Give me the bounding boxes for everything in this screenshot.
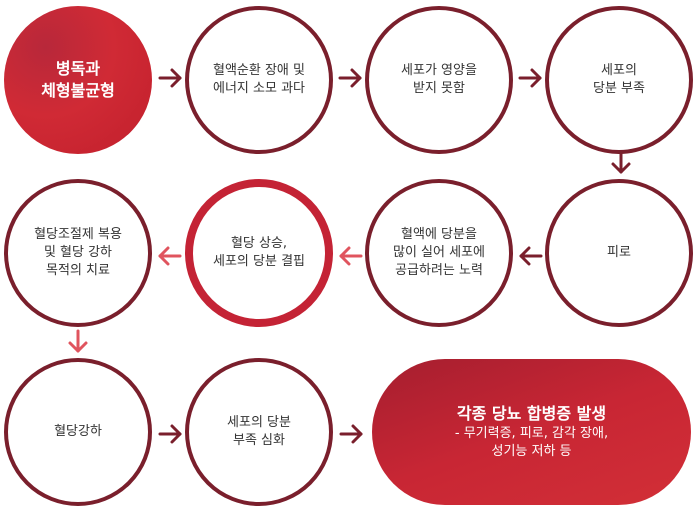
- node-label: 병독과: [55, 59, 101, 78]
- node-label: 피로: [607, 245, 631, 260]
- arrow-left-icon: [158, 246, 182, 266]
- node-title: 각종 당뇨 합병증 발생: [456, 404, 607, 423]
- node-disease-imbalance: 병독과 체형불균형: [4, 6, 152, 154]
- arrow-down-icon: [611, 150, 631, 174]
- node-label: 많이 실어 세포에: [393, 245, 485, 260]
- node-cell-no-nutrition: 세포가 영양을 받지 못함: [365, 6, 513, 154]
- arrow-right-icon: [158, 68, 182, 88]
- node-label: 혈당조절제 복용: [34, 227, 122, 242]
- node-label: 받지 못함: [413, 81, 465, 96]
- node-cell-sugar-lack: 세포의 당분 부족: [545, 6, 693, 154]
- node-label: 에너지 소모 과다: [213, 81, 305, 96]
- node-label: 혈액에 당분을: [401, 227, 477, 242]
- node-sugar-lack-worse: 세포의 당분 부족 심화: [185, 358, 333, 506]
- arrow-down-icon: [68, 329, 88, 353]
- node-label: 혈당 상승,: [230, 236, 288, 251]
- node-label: 부족 심화: [233, 433, 285, 448]
- node-label: 세포의 당분: [227, 415, 291, 430]
- node-label: 당분 부족: [593, 81, 645, 96]
- node-label: - 무기력증, 피로, 감각 장애,: [454, 426, 609, 441]
- node-supply-effort: 혈액에 당분을 많이 실어 세포에 공급하려는 노력: [365, 179, 513, 327]
- node-label: 세포의: [601, 63, 637, 78]
- arrow-left-icon: [339, 246, 363, 266]
- arrow-right-icon: [338, 68, 362, 88]
- node-label: 공급하려는 노력: [395, 263, 483, 278]
- node-fatigue: 피로: [545, 179, 693, 327]
- arrow-right-icon: [339, 424, 363, 444]
- arrow-right-icon: [158, 424, 182, 444]
- node-label: 세포의 당분 결핍: [213, 254, 305, 269]
- node-blood-sugar-rise: 혈당 상승, 세포의 당분 결핍: [185, 179, 333, 327]
- node-label: 성기능 저하 등: [491, 444, 572, 459]
- node-label: 및 혈당 강하: [43, 245, 113, 260]
- arrow-right-icon: [518, 68, 542, 88]
- node-label: 혈액순환 장애 및: [213, 63, 305, 78]
- node-circulation-disorder: 혈액순환 장애 및 에너지 소모 과다: [185, 6, 333, 154]
- node-label: 혈당강하: [54, 424, 102, 439]
- node-label: 세포가 영양을: [401, 63, 477, 78]
- node-glucose-medication: 혈당조절제 복용 및 혈당 강하 목적의 치료: [4, 179, 152, 327]
- node-label: 체형불균형: [41, 81, 115, 100]
- node-glucose-lowering: 혈당강하: [4, 358, 152, 506]
- arrow-left-icon: [519, 246, 543, 266]
- node-complications: 각종 당뇨 합병증 발생 - 무기력증, 피로, 감각 장애, 성기능 저하 등: [372, 359, 691, 505]
- node-label: 목적의 치료: [46, 263, 110, 278]
